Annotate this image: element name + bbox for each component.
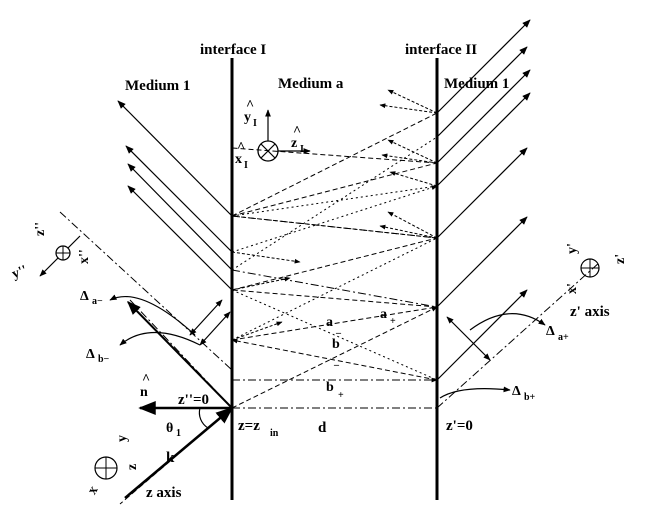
z-dd-zero-label: z''=0 xyxy=(178,392,209,408)
delta-a-plus: Δ xyxy=(546,324,555,339)
xI-hat: ^ xyxy=(237,140,245,155)
x-prime-label: x' xyxy=(565,283,580,294)
interface-I-label: interface I xyxy=(200,42,266,58)
a-minus-sub: _ xyxy=(335,324,342,335)
yI-label: y xyxy=(244,110,251,125)
delta-a-minus-sub: a− xyxy=(92,296,103,307)
x-dd-label: x'' xyxy=(77,249,92,264)
left-outgoing-rays xyxy=(117,100,233,291)
b-plus-label: b xyxy=(326,380,334,395)
y-plain-label: y xyxy=(115,435,130,442)
delta-a-minus: Δ xyxy=(80,289,89,304)
z-dd-label: z'' xyxy=(33,222,48,236)
a-plus-label: a xyxy=(380,307,387,322)
delta-b-plus: Δ xyxy=(512,384,521,399)
z-plain-label: z xyxy=(125,464,140,470)
medium1-left-label: Medium 1 xyxy=(125,78,190,94)
b-minus-label: b xyxy=(332,337,340,352)
primed-axes-icon xyxy=(580,258,600,278)
zI-label: z xyxy=(291,136,297,151)
delta-a-plus-sub: a+ xyxy=(558,332,569,343)
z-axis-line xyxy=(119,407,233,505)
a-plus-sub: + xyxy=(390,316,396,327)
b-minus-sub: _ xyxy=(333,356,340,367)
zI-sub: I xyxy=(300,144,304,155)
y-dd-label: y'' xyxy=(10,263,29,282)
delta-arrows xyxy=(109,294,546,399)
dotted-rays-medium-a xyxy=(231,136,438,381)
interface-II-label: interface II xyxy=(405,42,477,58)
delta-b-minus: Δ xyxy=(86,347,95,362)
yI-sub: I xyxy=(253,118,257,129)
n-label: n xyxy=(140,385,148,400)
a-minus-label: a xyxy=(326,315,333,330)
z-eq-label: z=z xyxy=(238,418,260,434)
double-primed-axes-icon xyxy=(39,235,81,277)
theta-label: θ xyxy=(166,421,173,436)
zI-hat: ^ xyxy=(293,124,301,139)
z-eq-sub: in xyxy=(270,428,279,439)
zprime-zero-label: z'=0 xyxy=(446,418,473,434)
b-plus-sub: + xyxy=(338,390,344,401)
d-label: d xyxy=(318,420,327,436)
zprime-axis-label: z' axis xyxy=(570,304,610,320)
thick-ray xyxy=(127,301,233,409)
delta-b-minus-sub: b− xyxy=(98,354,110,365)
delta-b-plus-sub: b+ xyxy=(524,392,536,403)
n-hat: ^ xyxy=(142,372,150,387)
y-prime-label: y' xyxy=(565,243,580,254)
right-outgoing-rays xyxy=(436,19,531,381)
xI-sub: I xyxy=(244,160,248,171)
theta-arc xyxy=(198,407,209,429)
medium-a-label: Medium a xyxy=(278,76,344,92)
xI-label: x xyxy=(235,152,242,167)
yI-hat: ^ xyxy=(246,98,254,113)
k-label: k xyxy=(166,450,175,466)
xI-into-page-icon xyxy=(257,109,311,162)
z-prime-label: z' xyxy=(613,254,628,264)
small-reflected-arrows xyxy=(231,89,438,341)
z-axis-label: z axis xyxy=(146,485,182,501)
medium1-right-label: Medium 1 xyxy=(444,76,509,92)
theta-sub: 1 xyxy=(176,428,181,439)
dash-dot-rays xyxy=(59,211,601,409)
unprimed-axes-icon xyxy=(94,456,118,480)
x-plain-label: x xyxy=(85,484,101,498)
